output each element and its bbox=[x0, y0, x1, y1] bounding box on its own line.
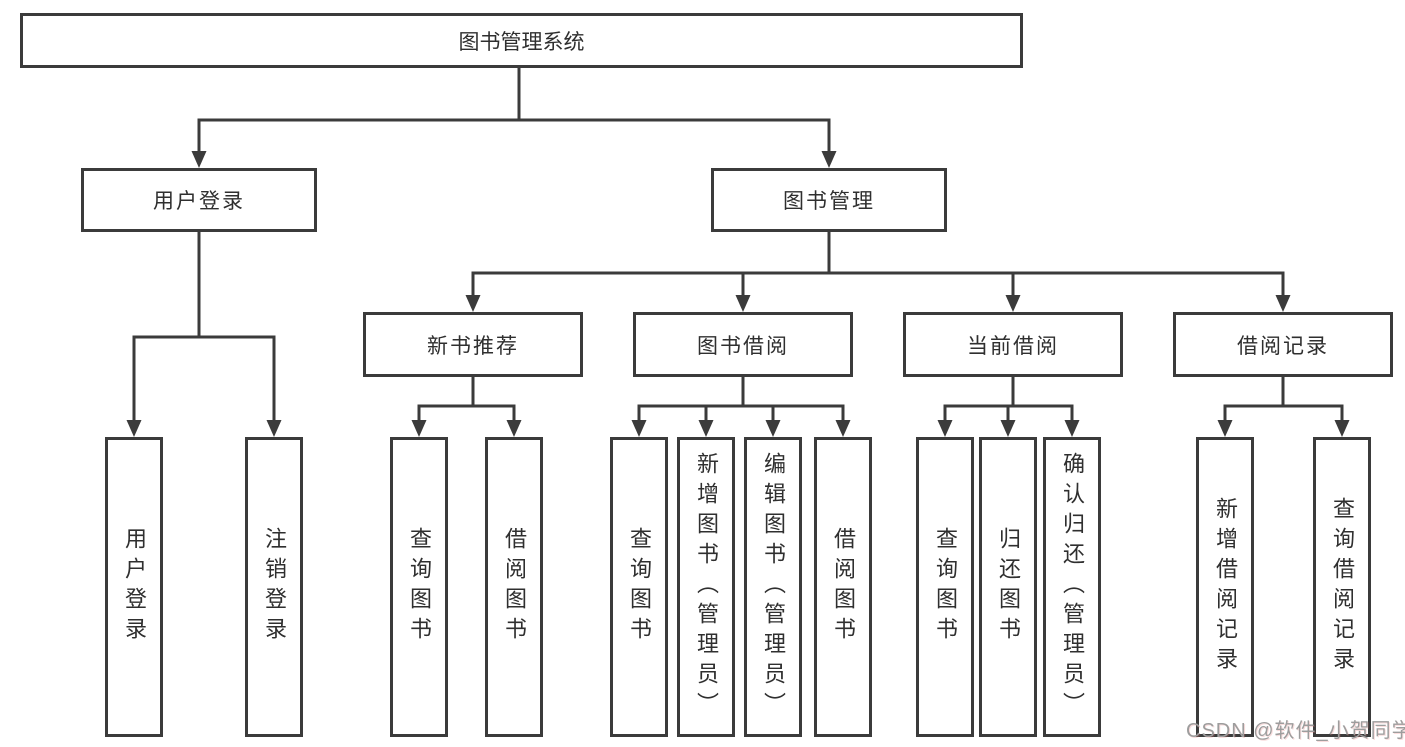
node-book-borrow: 图书借阅 bbox=[633, 312, 853, 377]
leaf-current-confirm-return: 确认归还（管理员） bbox=[1043, 437, 1101, 737]
node-borrow-records: 借阅记录 bbox=[1173, 312, 1393, 377]
csdn-watermark: CSDN @软件_小贺同学 bbox=[1186, 720, 1405, 742]
node-user-login: 用户登录 bbox=[81, 168, 317, 232]
leaf-borrow-edit-book: 编辑图书（管理员） bbox=[744, 437, 802, 737]
leaf-borrow-add-book: 新增图书（管理员） bbox=[677, 437, 735, 737]
leaf-record-search: 查询借阅记录 bbox=[1313, 437, 1371, 737]
leaf-newbook-search: 查询图书 bbox=[390, 437, 448, 737]
leaf-current-return: 归还图书 bbox=[979, 437, 1037, 737]
leaf-user-login: 用户登录 bbox=[105, 437, 163, 737]
node-root: 图书管理系统 bbox=[20, 13, 1023, 68]
node-new-book-recommend: 新书推荐 bbox=[363, 312, 583, 377]
leaf-borrow-search: 查询图书 bbox=[610, 437, 668, 737]
node-book-management: 图书管理 bbox=[711, 168, 947, 232]
leaf-borrow-borrow-book: 借阅图书 bbox=[814, 437, 872, 737]
leaf-newbook-borrow: 借阅图书 bbox=[485, 437, 543, 737]
leaf-record-add: 新增借阅记录 bbox=[1196, 437, 1254, 737]
node-current-borrow: 当前借阅 bbox=[903, 312, 1123, 377]
leaf-current-search: 查询图书 bbox=[916, 437, 974, 737]
leaf-logout: 注销登录 bbox=[245, 437, 303, 737]
